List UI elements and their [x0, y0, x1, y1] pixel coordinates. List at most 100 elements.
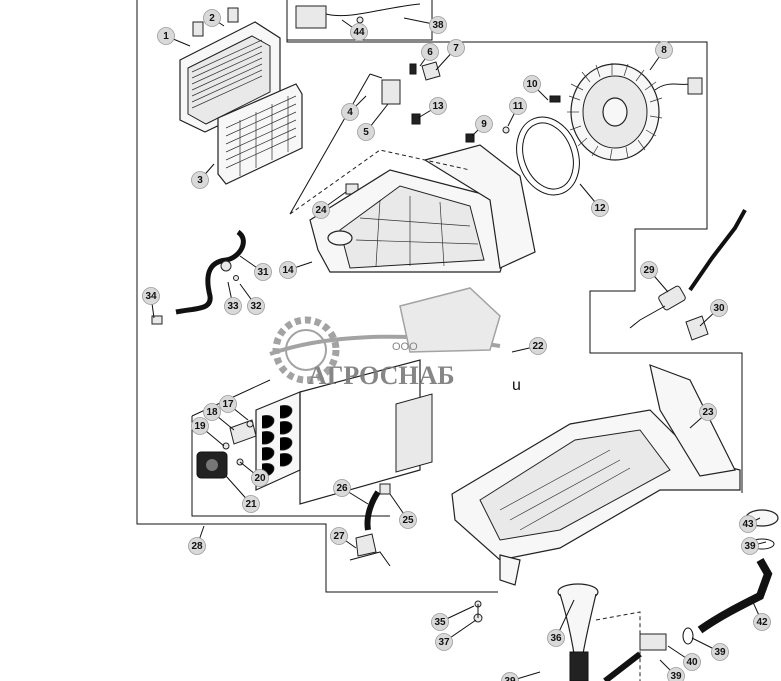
callout-badge [191, 417, 209, 435]
callout-badge [475, 115, 493, 133]
hvac-housing [289, 144, 536, 273]
callout-number: 8 [661, 45, 667, 56]
callout-number: 34 [145, 291, 157, 302]
callout-badge [591, 199, 609, 217]
watermark-logo: ООО АГРОСНАБ [269, 287, 501, 390]
callout-number: 40 [686, 657, 698, 668]
callout-number: 33 [227, 301, 239, 312]
gasket-ring [502, 95, 580, 196]
watermark-prefix: ООО [392, 341, 418, 353]
callout-number: 37 [438, 637, 450, 648]
callout-4: 4 [341, 95, 367, 121]
callout-number: 39 [744, 541, 756, 552]
callout-19: 19 [191, 417, 225, 447]
callout-32: 32 [239, 283, 265, 315]
callout-35: 35 [431, 605, 475, 631]
callout-9: 9 [471, 115, 493, 137]
callout-number: 5 [363, 127, 369, 138]
callout-badge [203, 403, 221, 421]
callout-8: 8 [649, 41, 673, 71]
callout-number: 27 [333, 531, 345, 542]
callout-badge [529, 337, 547, 355]
callout-badge [330, 527, 348, 545]
callout-20: 20 [239, 461, 269, 487]
callout-number: 29 [643, 265, 655, 276]
callout-number: 9 [481, 119, 487, 130]
callout-39: 39 [501, 671, 541, 681]
callout-number: 1 [163, 31, 169, 42]
callout-34: 34 [142, 287, 160, 319]
callout-number: 12 [594, 203, 606, 214]
callout-badge [640, 261, 658, 279]
blower-motor [567, 63, 703, 161]
callout-badge [142, 287, 160, 305]
callout-badge [523, 75, 541, 93]
callout-number: 26 [336, 483, 348, 494]
callout-number: 39 [670, 671, 682, 681]
callout-6: 6 [419, 43, 439, 67]
callout-badge [350, 23, 368, 41]
air-filter [217, 83, 303, 185]
callout-number: 19 [194, 421, 206, 432]
callout-badge [509, 97, 527, 115]
callout-27: 27 [330, 527, 357, 549]
callout-badge [219, 395, 237, 413]
callout-number: 39 [504, 676, 516, 681]
callout-badge [157, 27, 175, 45]
callout-39: 39 [691, 637, 729, 661]
callout-badge [710, 299, 728, 317]
drain-hose [151, 229, 246, 325]
callout-badge [357, 123, 375, 141]
callout-31: 31 [239, 255, 272, 281]
callout-number: 31 [257, 267, 269, 278]
callout-number: 39 [714, 647, 726, 658]
callout-badge [547, 629, 565, 647]
callout-badge [711, 643, 729, 661]
callout-badge [683, 653, 701, 671]
callout-badge [312, 201, 330, 219]
callout-badge [203, 9, 221, 27]
wiring-connector [295, 3, 421, 29]
callout-badge [191, 171, 209, 189]
callout-badge [431, 613, 449, 631]
callout-badge [242, 495, 260, 513]
callout-38: 38 [403, 16, 447, 34]
control-cable [629, 209, 747, 341]
callout-number: 10 [526, 79, 538, 90]
callout-18: 18 [203, 403, 235, 431]
callout-number: 14 [282, 265, 294, 276]
callout-number: 13 [432, 101, 444, 112]
callout-number: 18 [206, 407, 218, 418]
callout-number: 25 [402, 515, 414, 526]
callout-badge [741, 537, 759, 555]
callout-number: 2 [209, 13, 215, 24]
callout-44: 44 [341, 19, 368, 41]
callout-23: 23 [689, 403, 717, 429]
callout-30: 30 [699, 299, 728, 327]
callout-badge [421, 43, 439, 61]
callout-badge [447, 39, 465, 57]
callout-badge [429, 97, 447, 115]
callout-39: 39 [659, 659, 685, 681]
callout-21: 21 [225, 475, 260, 513]
callout-number: 30 [713, 303, 725, 314]
callout-2: 2 [203, 9, 225, 27]
evaporator [196, 359, 433, 505]
callout-28: 28 [188, 525, 206, 555]
callout-37: 37 [435, 619, 477, 651]
callout-36: 36 [547, 599, 575, 647]
callout-26: 26 [333, 479, 369, 505]
callout-badge [188, 537, 206, 555]
callout-14: 14 [279, 261, 313, 279]
callout-number: 44 [353, 27, 365, 38]
callout-number: 20 [254, 473, 266, 484]
callout-badge [254, 263, 272, 281]
callout-24: 24 [312, 191, 347, 219]
callout-number: 4 [347, 107, 353, 118]
bottom-tray [451, 364, 741, 586]
callout-badge [739, 515, 757, 533]
callout-number: 3 [197, 175, 203, 186]
callout-number: 35 [434, 617, 446, 628]
watermark-brand: АГРОСНАБ [308, 361, 455, 390]
